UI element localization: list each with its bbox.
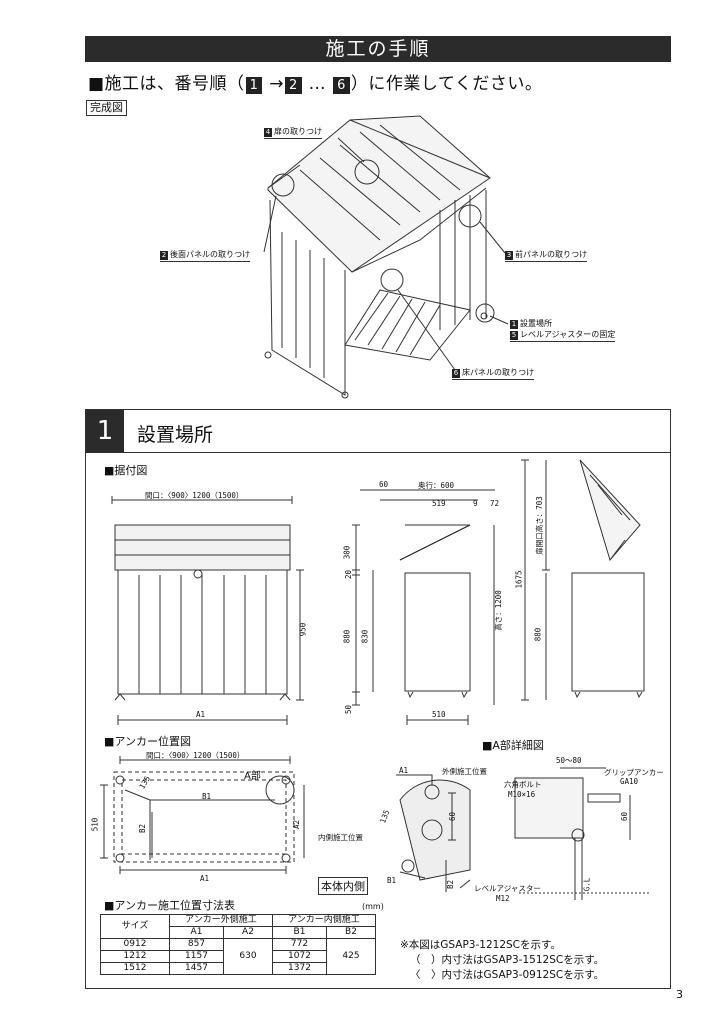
anchor-a1: A1 — [200, 874, 210, 883]
th-a1: A1 — [169, 926, 224, 939]
cell-a2: 630 — [223, 938, 273, 975]
detail-b1: B1 — [387, 876, 397, 885]
th-size: サイズ — [100, 914, 170, 939]
note-line: （ ）内寸法はGSAP3-1512SCを示す。 — [410, 954, 605, 966]
side-d60: 60 — [379, 480, 389, 489]
step-1-badge: 1 — [245, 77, 263, 94]
intro-arrow: → — [263, 74, 284, 94]
table-row: 1512 1457 1372 — [100, 962, 376, 975]
step-2-badge: 2 — [285, 77, 302, 94]
side-depth-label: 奥行：600 — [418, 481, 455, 490]
anchor-dimension-table: サイズ アンカー外側施工 アンカー内側施工 A1 A2 B1 B2 0912 8… — [100, 914, 376, 975]
anchor-b2: B2 — [138, 823, 148, 834]
th-b2: B2 — [326, 926, 376, 939]
detail-inner: 内側施工位置 — [318, 833, 363, 842]
cell-b2: 425 — [326, 938, 376, 975]
note-line: ※本図はGSAP3-1212SCを示す。 — [400, 939, 561, 951]
intro-suffix: ）に作業してください。 — [350, 74, 543, 94]
install-view-label: ■据付図 — [104, 464, 148, 477]
intro-dots: … — [302, 74, 333, 94]
detail-d60b: 60 — [620, 811, 630, 822]
anchor-view-label: ■アンカー位置図 — [104, 735, 191, 748]
anchor-d510: 510 — [90, 817, 100, 832]
detail-m10: M10×16 — [508, 790, 536, 799]
a-part-label: A部 — [244, 771, 261, 782]
detail-adjuster: レベルアジャスター — [474, 884, 541, 893]
side-d519: 519 — [432, 499, 446, 508]
table-label: ■アンカー施工位置寸法表 — [104, 899, 235, 912]
side-d9: 9 — [473, 499, 478, 508]
front-width-label: 間口：〈900〉1200（1500） — [145, 491, 244, 500]
table-unit: (mm) — [362, 902, 384, 911]
detail-outer: 外側施工位置 — [442, 767, 487, 776]
front-bottom-a1: A1 — [196, 710, 206, 719]
detail-bolt: 六角ボルト — [504, 780, 542, 789]
body-inside-label: 本体内側 — [318, 877, 368, 895]
detail-a1: A1 — [399, 766, 409, 775]
detail-m12: M12 — [496, 894, 510, 903]
table-row: 0912 857 630 772 425 — [100, 938, 376, 975]
detail-ga10: GA10 — [620, 777, 639, 786]
section-header — [86, 410, 670, 453]
detail-grip: グリップアンカー — [604, 768, 664, 777]
anchor-b1: B1 — [202, 792, 212, 801]
th-inner: アンカー内側施工 — [272, 914, 376, 927]
step-6-badge: 6 — [333, 77, 350, 94]
section-installation — [85, 409, 671, 989]
detail-range: 50〜80 — [556, 756, 582, 765]
anchor-a2: A2 — [292, 819, 302, 830]
detail-view-label: ■A部詳細図 — [482, 739, 544, 752]
page-title: 施工の手順 — [85, 36, 671, 62]
section-title: 設置場所 — [137, 424, 214, 446]
intro-prefix: ■施工は、番号順（ — [88, 74, 245, 94]
note-line: 〈 〉内寸法はGSAP3-0912SCを示す。 — [410, 969, 605, 981]
detail-d60: 60 — [448, 811, 458, 822]
detail-b2: B2 — [446, 879, 456, 890]
th-outer: アンカー外側施工 — [169, 914, 273, 927]
page-number: 3 — [676, 988, 683, 1001]
side-bottom-510: 510 — [432, 710, 446, 719]
anchor-width-label: 間口：〈900〉1200（1500） — [146, 751, 245, 760]
section-number: 1 — [86, 410, 124, 452]
side-d72: 72 — [490, 499, 500, 508]
th-b1: B1 — [272, 926, 327, 939]
notes: ※本図はGSAP3-1212SCを示す。 （ ）内寸法はGSAP3-1512SC… — [400, 938, 604, 983]
completion-label: 完成図 — [86, 100, 127, 116]
intro-text: ■施工は、番号順（1 →2 … 6）に作業してください。 — [88, 69, 542, 94]
th-a2: A2 — [223, 926, 273, 939]
detail-gl: G.L — [582, 877, 592, 892]
